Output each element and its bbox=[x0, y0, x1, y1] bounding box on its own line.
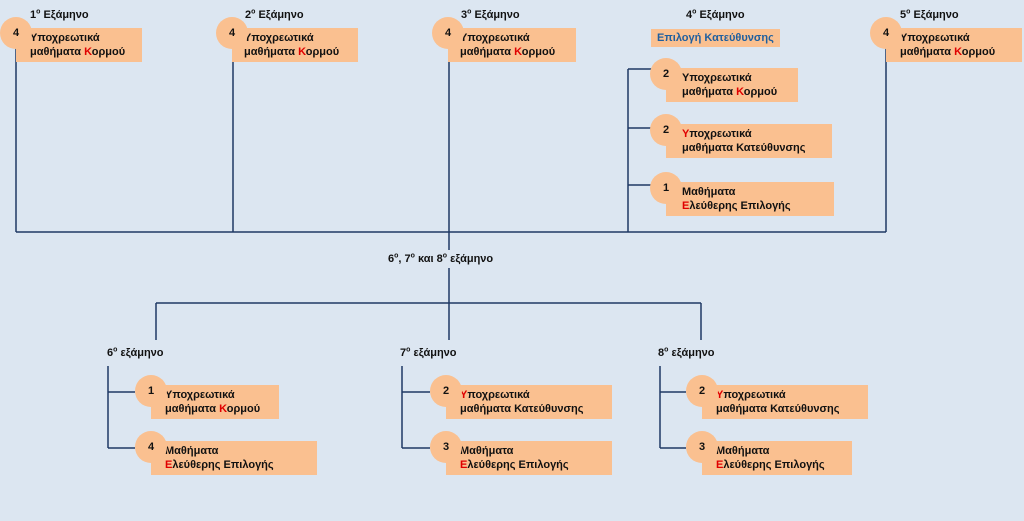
count-circle: 4 bbox=[135, 431, 167, 463]
semester-title: 3ο Εξάμηνο bbox=[461, 8, 520, 21]
semester-title: 1ο Εξάμηνο bbox=[30, 8, 89, 21]
course-box: Υποχρεωτικά μαθήματα Κορμού bbox=[16, 28, 142, 62]
course-box: Υποχρεωτικά μαθήματα Κατεύθυνσης bbox=[702, 385, 868, 419]
count-circle: 2 bbox=[650, 114, 682, 146]
count-circle: 1 bbox=[135, 375, 167, 407]
semester-title: 8ο εξάμηνο bbox=[658, 346, 715, 359]
course-box: Μαθήματα Ελεύθερης Επιλογής bbox=[666, 182, 834, 216]
course-box: Υποχρεωτικά μαθήματα Κορμού bbox=[151, 385, 279, 419]
count-circle: 4 bbox=[432, 17, 464, 49]
course-box: Υποχρεωτικά μαθήματα Κορμού bbox=[886, 28, 1022, 62]
count-circle: 2 bbox=[686, 375, 718, 407]
count-circle: 2 bbox=[650, 58, 682, 90]
semester-title: 5ο Εξάμηνο bbox=[900, 8, 959, 21]
count-circle: 4 bbox=[870, 17, 902, 49]
course-box: Υποχρεωτικά μαθήματα Κορμού bbox=[448, 28, 576, 62]
count-circle: 2 bbox=[430, 375, 462, 407]
semester-title: 6ο εξάμηνο bbox=[107, 346, 164, 359]
semesters-6-7-8-label: 6ο, 7ο και 8ο εξάμηνο bbox=[388, 252, 494, 265]
semester-title: 2ο Εξάμηνο bbox=[245, 8, 304, 21]
count-circle: 1 bbox=[650, 172, 682, 204]
count-circle: 3 bbox=[686, 431, 718, 463]
semester-title: 7ο εξάμηνο bbox=[400, 346, 457, 359]
course-box: Μαθήματα Ελεύθερης Επιλογής bbox=[702, 441, 852, 475]
count-circle: 4 bbox=[0, 17, 32, 49]
count-circle: 3 bbox=[430, 431, 462, 463]
course-box: Υποχρεωτικά μαθήματα Κορμού bbox=[232, 28, 358, 62]
course-box: Υποχρεωτικά μαθήματα Κορμού bbox=[666, 68, 798, 102]
course-box: Μαθήματα Ελεύθερης Επιλογής bbox=[446, 441, 612, 475]
semester-title: 4ο Εξάμηνο bbox=[686, 8, 745, 21]
course-box: Υποχρεωτικά μαθήματα Κατεύθυνσης bbox=[666, 124, 832, 158]
course-box: Μαθήματα Ελεύθερης Επιλογής bbox=[151, 441, 317, 475]
course-box: Υποχρεωτικά μαθήματα Κατεύθυνσης bbox=[446, 385, 612, 419]
direction-choice-label: Επιλογή Κατεύθυνσης bbox=[651, 29, 780, 47]
count-circle: 4 bbox=[216, 17, 248, 49]
